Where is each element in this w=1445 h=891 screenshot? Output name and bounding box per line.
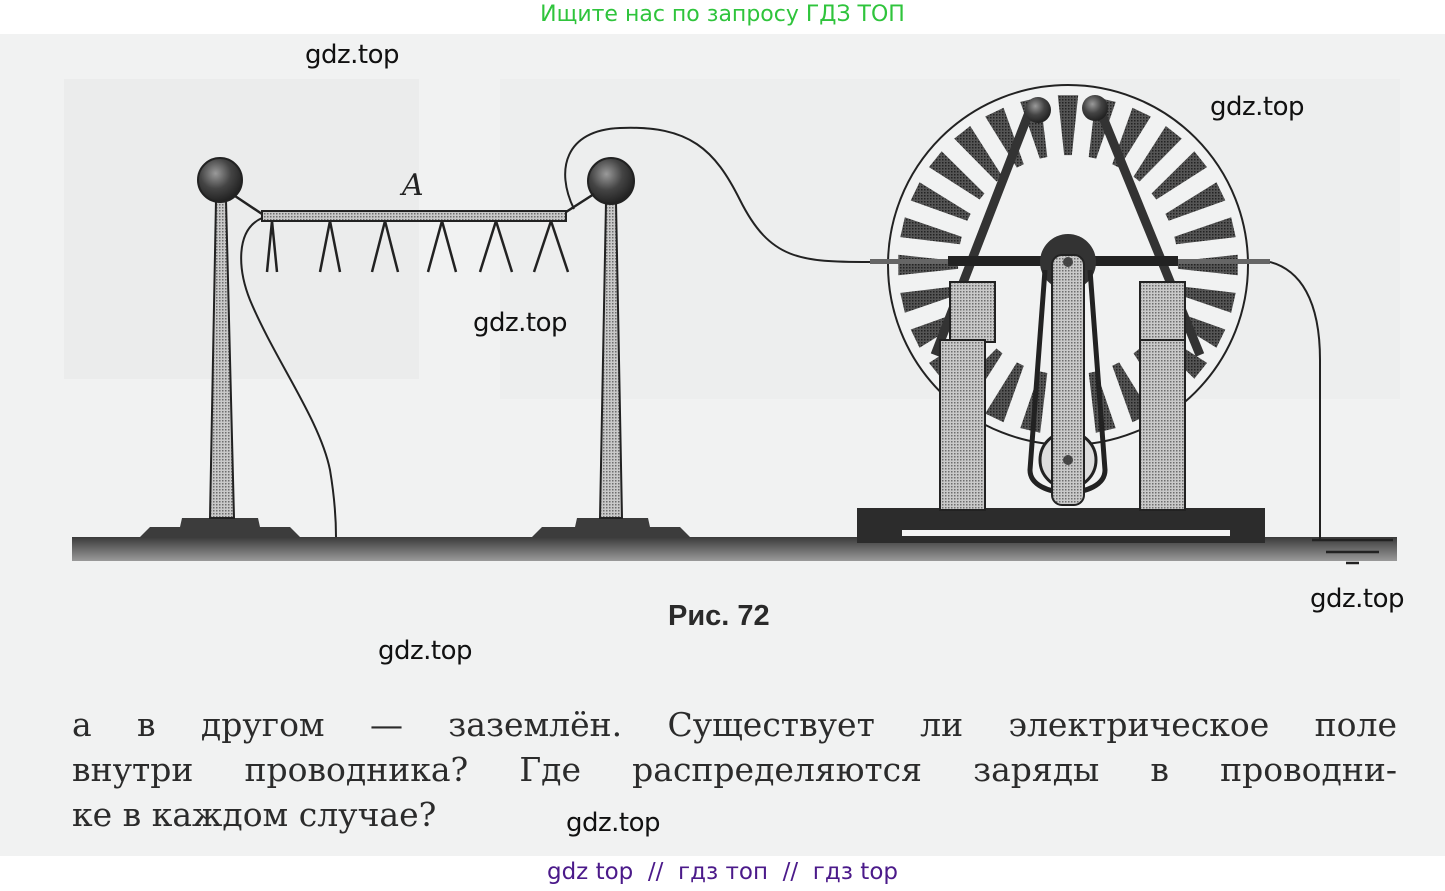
- connecting-wire: [564, 126, 905, 263]
- disc-sector: [900, 217, 962, 245]
- disc-sector: [900, 285, 962, 313]
- figure-caption: Рис. 72: [668, 600, 770, 632]
- watermark: gdz.top: [305, 40, 400, 70]
- conductor-label: A: [402, 168, 424, 203]
- electrophore-machine: [857, 84, 1321, 543]
- ground-icon: [1312, 538, 1393, 565]
- disc-sector: [954, 125, 1003, 182]
- right-insulating-stand: [532, 157, 690, 537]
- paper-leaflets: [265, 220, 570, 273]
- show-through-block: [64, 79, 419, 379]
- disc-sector: [985, 362, 1024, 423]
- disc-sector: [1057, 95, 1079, 156]
- disc-sector: [1174, 217, 1236, 245]
- watermark: gdz.top: [378, 636, 473, 666]
- problem-text: а в другом — заземлён. Существует ли эле…: [72, 702, 1397, 837]
- disc-sector: [1151, 151, 1208, 200]
- disc-sector: [1174, 285, 1236, 313]
- problem-text-line: внутри проводника? Где распределяются за…: [72, 750, 1397, 789]
- watermark: gdz.top: [1310, 584, 1405, 614]
- top-banner: Ищите нас по запросу ГДЗ ТОП: [0, 0, 1445, 34]
- bottom-banner: gdz top // гдз топ // гдз top: [0, 856, 1445, 891]
- top-banner-text: Ищите нас по запросу ГДЗ ТОП: [540, 2, 905, 27]
- problem-text-line: а в другом — заземлён. Существует ли эле…: [72, 705, 1397, 744]
- disc-sector: [928, 151, 985, 200]
- watermark: gdz.top: [473, 308, 568, 338]
- ground-wire-left: [240, 217, 337, 538]
- disc-sector: [1165, 182, 1226, 221]
- disc-sector: [910, 182, 971, 221]
- bottom-banner-text: gdz top // гдз топ // гдз top: [546, 859, 898, 885]
- left-insulating-stand: [140, 157, 300, 537]
- conductor-rod-a: [234, 192, 595, 273]
- disc-sector: [1133, 125, 1182, 182]
- watermark: gdz.top: [1210, 92, 1305, 122]
- problem-text-line: ке в каждом случае?: [72, 795, 437, 834]
- watermark: gdz.top: [566, 808, 661, 838]
